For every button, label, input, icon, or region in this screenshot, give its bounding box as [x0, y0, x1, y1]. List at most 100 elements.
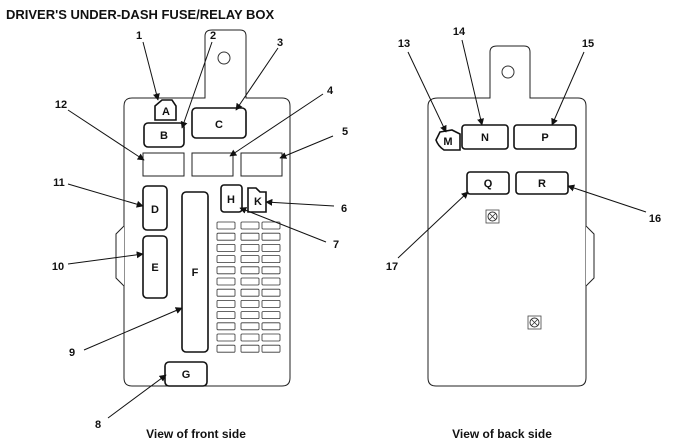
callout-13: 13 [398, 38, 410, 50]
back-box-p: P [513, 124, 577, 150]
callout-8: 8 [95, 419, 101, 431]
front-box-g: G [164, 361, 208, 387]
back-box-m: M [435, 129, 461, 151]
fuse-slot [216, 255, 236, 264]
fuse-slot [240, 277, 260, 286]
diagram-title: DRIVER'S UNDER-DASH FUSE/RELAY BOX [6, 7, 275, 22]
front-view: A B C D E F G H [52, 29, 348, 441]
fuse-slot [216, 299, 236, 308]
fuse-slot [216, 277, 236, 286]
front-socket-12 [142, 152, 185, 177]
fuse-slot [240, 311, 260, 320]
back-housing-outline [427, 45, 587, 387]
svg-text:E: E [151, 262, 158, 274]
svg-text:M: M [443, 136, 452, 148]
back-leader-lines [397, 39, 647, 259]
fuse-slot [240, 255, 260, 264]
callout-7: 7 [333, 239, 339, 251]
fuse-slot [240, 322, 260, 331]
svg-text:K: K [254, 196, 262, 208]
back-side-tab [585, 225, 595, 287]
front-box-b: B [143, 122, 185, 148]
fuse-slot [216, 221, 236, 230]
callout-10: 10 [52, 261, 64, 273]
callout-9: 9 [69, 347, 75, 359]
callout-16: 16 [649, 213, 661, 225]
svg-text:C: C [215, 119, 223, 131]
back-bolt-upper [485, 209, 500, 224]
callout-5: 5 [342, 126, 348, 138]
fuse-slot [261, 322, 281, 331]
front-socket-5 [240, 152, 283, 177]
fuse-slot [240, 344, 260, 353]
fuse-slot [240, 299, 260, 308]
fuse-slot [240, 333, 260, 342]
back-bolt-lower [527, 315, 542, 330]
front-box-e: E [142, 235, 168, 299]
fuse-slot [261, 232, 281, 241]
fuse-slot [216, 288, 236, 297]
fuse-slot [261, 221, 281, 230]
back-mount-hole [501, 65, 515, 79]
svg-text:F: F [192, 267, 199, 279]
front-fuse-grid [216, 221, 281, 353]
callout-4: 4 [327, 85, 334, 97]
back-box-n: N [461, 124, 509, 150]
svg-text:B: B [160, 130, 168, 142]
fuse-slot [216, 266, 236, 275]
fuse-slot [240, 232, 260, 241]
callout-1: 1 [136, 30, 142, 42]
callout-2: 2 [210, 30, 216, 42]
fuse-slot [216, 243, 236, 252]
callout-17: 17 [386, 261, 398, 273]
svg-text:H: H [227, 194, 235, 206]
front-socket-4 [191, 152, 234, 177]
fuse-slot [261, 288, 281, 297]
fuse-slot [216, 322, 236, 331]
back-caption: View of back side [452, 427, 552, 441]
callout-14: 14 [453, 26, 466, 38]
back-box-q: Q [466, 171, 510, 195]
fuse-slot [261, 243, 281, 252]
front-caption: View of front side [146, 427, 246, 441]
svg-text:A: A [162, 106, 170, 118]
fuse-slot [261, 311, 281, 320]
callout-12: 12 [55, 99, 67, 111]
svg-text:Q: Q [484, 178, 493, 190]
front-side-tab [115, 225, 125, 287]
back-view: M N P Q R [386, 26, 661, 441]
front-leader-lines [67, 41, 335, 419]
fuse-slot [240, 243, 260, 252]
fuse-slot [261, 266, 281, 275]
svg-text:G: G [182, 369, 191, 381]
fuse-slot [261, 255, 281, 264]
fuse-slot [261, 344, 281, 353]
back-box-r: R [515, 171, 569, 195]
front-box-f: F [181, 191, 209, 353]
fuse-slot [261, 299, 281, 308]
svg-text:D: D [151, 204, 159, 216]
callout-6: 6 [341, 203, 347, 215]
callout-15: 15 [582, 38, 594, 50]
fuse-slot [216, 311, 236, 320]
fuse-slot [216, 232, 236, 241]
fuse-slot [261, 333, 281, 342]
svg-text:R: R [538, 178, 546, 190]
front-box-k: K [247, 187, 267, 213]
front-box-h: H [220, 184, 243, 213]
front-box-d: D [142, 185, 168, 231]
fuse-slot [216, 344, 236, 353]
callout-11: 11 [53, 177, 65, 189]
svg-text:N: N [481, 132, 489, 144]
front-mount-hole [217, 51, 231, 65]
fuse-slot [240, 288, 260, 297]
fuse-slot [240, 221, 260, 230]
fuse-slot [216, 333, 236, 342]
fuse-slot [240, 266, 260, 275]
front-box-c: C [191, 107, 247, 139]
svg-text:P: P [541, 132, 548, 144]
front-box-a: A [154, 99, 177, 121]
callout-3: 3 [277, 37, 283, 49]
fuse-slot [261, 277, 281, 286]
